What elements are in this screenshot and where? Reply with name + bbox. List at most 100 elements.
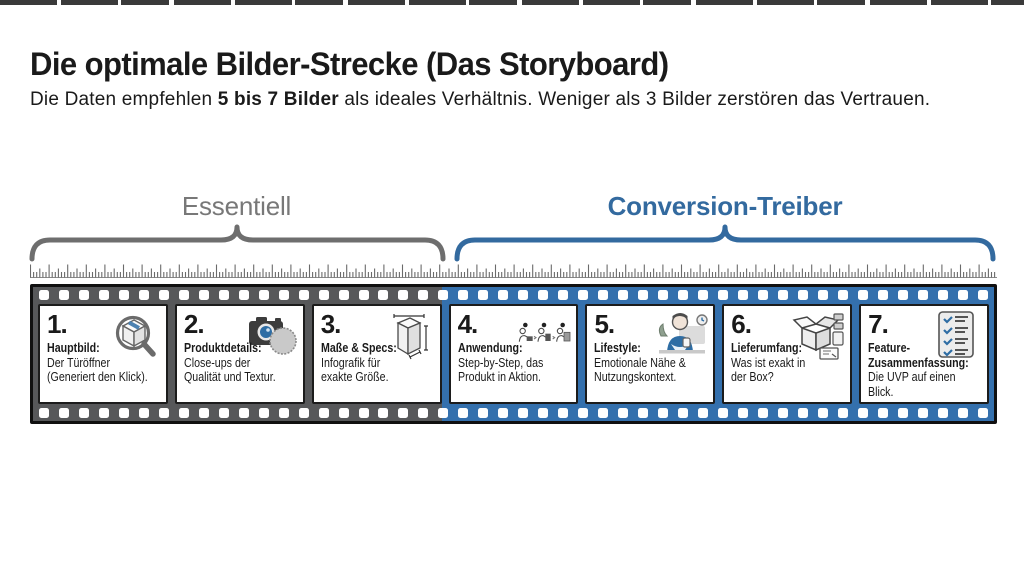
lifestyle-person-icon [653,310,709,360]
sprocket-hole [737,408,748,418]
sprocket-hole [757,408,768,418]
sprocket-hole [478,408,489,418]
sprocket-hole [39,290,49,300]
sprocket-hole [358,290,369,300]
sprocket-hole [118,408,129,418]
sprocket-hole [178,290,189,300]
sprocket-hole [98,290,109,300]
sprocket-hole [218,290,229,300]
sprocket-hole [658,290,669,300]
frame-heading: Lieferumfang: [731,340,803,355]
sprocket-hole [378,408,389,418]
sprocket-hole [178,408,189,418]
sprocket-hole [977,290,988,300]
frame-heading: Anwendung: [457,340,523,355]
sprocket-hole [438,290,449,300]
sprocket-hole [977,408,988,418]
sprocket-hole [897,408,908,418]
sprocket-hole [98,408,109,418]
frame-heading: Feature-Zusammenfassung: [868,340,969,370]
sprocket-hole [298,408,309,418]
sprocket-hole [218,408,229,418]
sprocket-hole [358,408,369,418]
sprocket-hole [857,290,868,300]
sprocket-hole [937,408,948,418]
sprocket-hole [817,408,828,418]
sprocket-hole [697,290,708,300]
sprocket-hole [957,290,968,300]
sprocket-hole [258,408,269,418]
frame-heading: Maße & Specs: [320,340,397,355]
sprocket-hole [538,408,549,418]
sprocket-hole [498,408,509,418]
sprocket-hole [757,290,768,300]
sprocket-hole [138,290,149,300]
sprocket-hole [458,408,469,418]
sprocket-hole [678,290,688,300]
sprocket-hole [338,290,349,300]
sprocket-hole [378,290,389,300]
sprocket-hole [238,408,249,418]
sprocket-hole [418,290,429,300]
group-label-conversion-treiber: Conversion-Treiber [607,191,843,221]
sprocket-hole [917,408,928,418]
frame-number: 5. [594,309,615,339]
sprocket-hole [658,408,669,418]
sprocket-hole [857,408,868,418]
storyboard-frame-7: 7. Feature-Zusammenfassung:Die UVP auf e… [859,304,990,404]
sprocket-hole [598,290,609,300]
sprocket-hole [797,290,808,300]
sprocket-hole [717,290,728,300]
sprocket-hole [578,290,589,300]
sprocket-holes-top [39,290,988,300]
sprocket-hole [238,290,249,300]
sprocket-hole [777,408,788,418]
sprocket-hole [158,408,169,418]
camera-icon [243,310,299,360]
open-box-icon [790,310,846,360]
ruler-scale [30,264,997,278]
sprocket-hole [278,290,289,300]
sprocket-hole [438,408,449,418]
sprocket-hole [937,290,948,300]
sprocket-hole [638,408,649,418]
sprocket-hole [797,408,808,418]
sprocket-hole [558,408,569,418]
sprocket-hole [78,290,89,300]
sprocket-hole [418,408,429,418]
sprocket-hole [917,290,928,300]
sprocket-hole [498,290,509,300]
sprocket-hole [897,290,908,300]
sprocket-hole [538,290,549,300]
storyboard-frame-5: 5. Lifestyle:Emotionale Nähe &Nutzungsko… [585,304,716,404]
step-people-icon [516,310,572,360]
sprocket-hole [817,290,828,300]
sprocket-hole [198,290,209,300]
sprocket-hole [558,290,569,300]
frame-number: 7. [868,309,889,339]
page-subtitle: Die Daten empfehlen 5 bis 7 Bilder als i… [30,89,930,111]
sprocket-hole [278,408,289,418]
cropped-text-artifact [0,0,1024,5]
sprocket-hole [638,290,649,300]
frame-body: Emotionale Nähe &Nutzungskontext. [594,354,687,384]
sprocket-hole [618,408,629,418]
storyboard-frames: 1. Hauptbild:Der Türöffner(Generiert den… [38,304,990,404]
frame-heading: Lifestyle: [594,340,642,355]
sprocket-hole [118,290,129,300]
sprocket-hole [78,408,89,418]
sprocket-hole [39,408,49,418]
conversion-brace [454,224,996,262]
sprocket-hole [478,290,489,300]
sprocket-holes-bottom [39,408,988,418]
sprocket-hole [697,408,708,418]
storyboard-frame-1: 1. Hauptbild:Der Türöffner(Generiert den… [38,304,168,404]
sprocket-hole [578,408,589,418]
